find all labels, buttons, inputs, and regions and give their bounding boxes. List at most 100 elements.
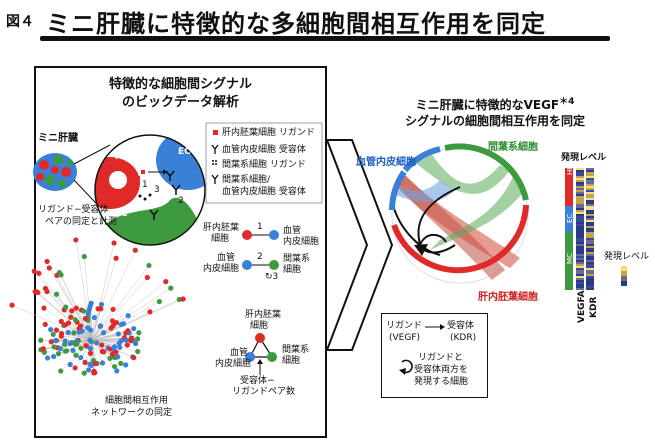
- network-node: [113, 319, 120, 326]
- arrow-number-3: 3: [154, 185, 160, 195]
- left-panel-title-line2: のビックデータ解析: [121, 95, 239, 110]
- network-node: [87, 327, 94, 333]
- tri-left-line1: 血管: [230, 348, 249, 358]
- network-node: [115, 354, 121, 360]
- network-node: [48, 339, 54, 345]
- network-node: [72, 317, 79, 323]
- network-node: [88, 300, 94, 306]
- heatmap-cell: [576, 286, 584, 288]
- heatmap-cell: [586, 268, 594, 270]
- network-node: [73, 352, 79, 358]
- heatmap-cell: [576, 240, 584, 242]
- mini-liver-blob: [33, 153, 77, 191]
- heatmap-cell: [586, 264, 594, 266]
- arrow-head-icon: [440, 324, 445, 330]
- legend-item-4: 間葉系細胞/: [222, 175, 271, 185]
- expression-color-scale: [621, 266, 627, 286]
- legend-frame: [205, 122, 323, 204]
- network-node: [65, 320, 72, 326]
- network-node: [67, 340, 73, 347]
- heatmap-cell: [586, 270, 594, 272]
- network-node: [93, 340, 100, 346]
- network-node: [58, 368, 64, 374]
- heatmap-cell: [576, 194, 584, 196]
- network-node: [52, 337, 59, 344]
- heatmap-cell: [586, 172, 594, 174]
- heatmap-cell: [586, 194, 594, 196]
- heatmap-cell: [586, 178, 594, 180]
- expr-level-label: 発現レベル: [561, 153, 607, 163]
- network-edge: [91, 258, 117, 341]
- heatmap-cell: [576, 204, 584, 206]
- heatmap-cell: [576, 214, 584, 216]
- network-node: [85, 309, 91, 315]
- title-underline: [40, 36, 610, 41]
- heatmap-cell: [586, 202, 594, 204]
- pair2-self-loop: ↻3: [265, 272, 279, 282]
- heatmap-cell: [576, 274, 584, 276]
- tri-top-line1: 肝内胚葉: [245, 310, 282, 320]
- network-node: [56, 269, 62, 276]
- heatmap-cell: [576, 288, 584, 290]
- network-edge: [84, 256, 93, 341]
- heatmap-cell: [576, 224, 584, 226]
- heatmap-cell: [586, 274, 594, 276]
- network-node: [109, 318, 116, 324]
- network-edge: [61, 333, 93, 341]
- heatmap-cell: [586, 288, 594, 290]
- heatmap-cell: [586, 250, 594, 252]
- network-node: [99, 342, 105, 348]
- heatmap-cell: [576, 174, 584, 176]
- heatmap-cell: [576, 176, 584, 178]
- network-node: [63, 304, 69, 310]
- cell-he-label: HE: [115, 152, 129, 162]
- heatmap-cell: [586, 228, 594, 230]
- pair-label-line1: リガンド−受容体: [38, 205, 109, 215]
- heatmap-cell: [576, 256, 584, 258]
- heatmap-cell: [576, 216, 584, 218]
- network-edge: [91, 332, 130, 341]
- arrow-number-1: 1: [142, 180, 148, 190]
- heatmap-cell: [576, 262, 584, 264]
- pair1-left-line2: 細胞: [211, 234, 230, 244]
- network-node: [128, 338, 134, 344]
- legend-both-line1: リガンドと: [418, 353, 464, 363]
- pair1-right-line2: 内皮細胞: [283, 237, 320, 247]
- heat-col-kdr: KDR: [589, 296, 599, 318]
- network-node: [62, 348, 68, 354]
- network-node: [58, 318, 64, 325]
- heatmap-cell: [576, 210, 584, 212]
- network-node: [41, 305, 47, 311]
- network-node: [144, 274, 150, 281]
- network-edge: [75, 239, 93, 341]
- heatmap-cell: [586, 244, 594, 246]
- heatmap-cell: [586, 184, 594, 186]
- network-node: [110, 306, 116, 312]
- network-node: [113, 255, 119, 261]
- heatmap-cell: [576, 200, 584, 202]
- heatmap-cell: [586, 208, 594, 210]
- expr-scale-label: 発現レベル: [604, 252, 650, 262]
- heatmap-cell: [576, 178, 584, 180]
- heatmap-cell: [586, 220, 594, 222]
- network-node: [74, 341, 80, 347]
- heatmap-cell: [576, 282, 584, 284]
- network-node: [87, 337, 93, 343]
- network-node: [135, 348, 141, 355]
- heatmap-cell: [586, 260, 594, 262]
- network-node: [78, 345, 84, 351]
- network-node: [81, 370, 87, 376]
- legend-item-3: 間葉系細胞 リガンド: [222, 160, 306, 170]
- pair1-he-node: [242, 230, 252, 240]
- chevron-arrow: [325, 139, 394, 351]
- network-node: [110, 322, 116, 329]
- heatmap-cell: [576, 172, 584, 174]
- network-node: [42, 285, 49, 292]
- chord-diagram: [389, 143, 529, 284]
- heatmap-cell: [586, 262, 594, 264]
- network-node: [107, 346, 113, 352]
- heatmap-cell: [576, 280, 584, 282]
- legend-ligand-example: (VEGF): [389, 333, 421, 343]
- network-node: [72, 365, 78, 371]
- mini-liver-label: ミニ肝臓: [38, 133, 78, 144]
